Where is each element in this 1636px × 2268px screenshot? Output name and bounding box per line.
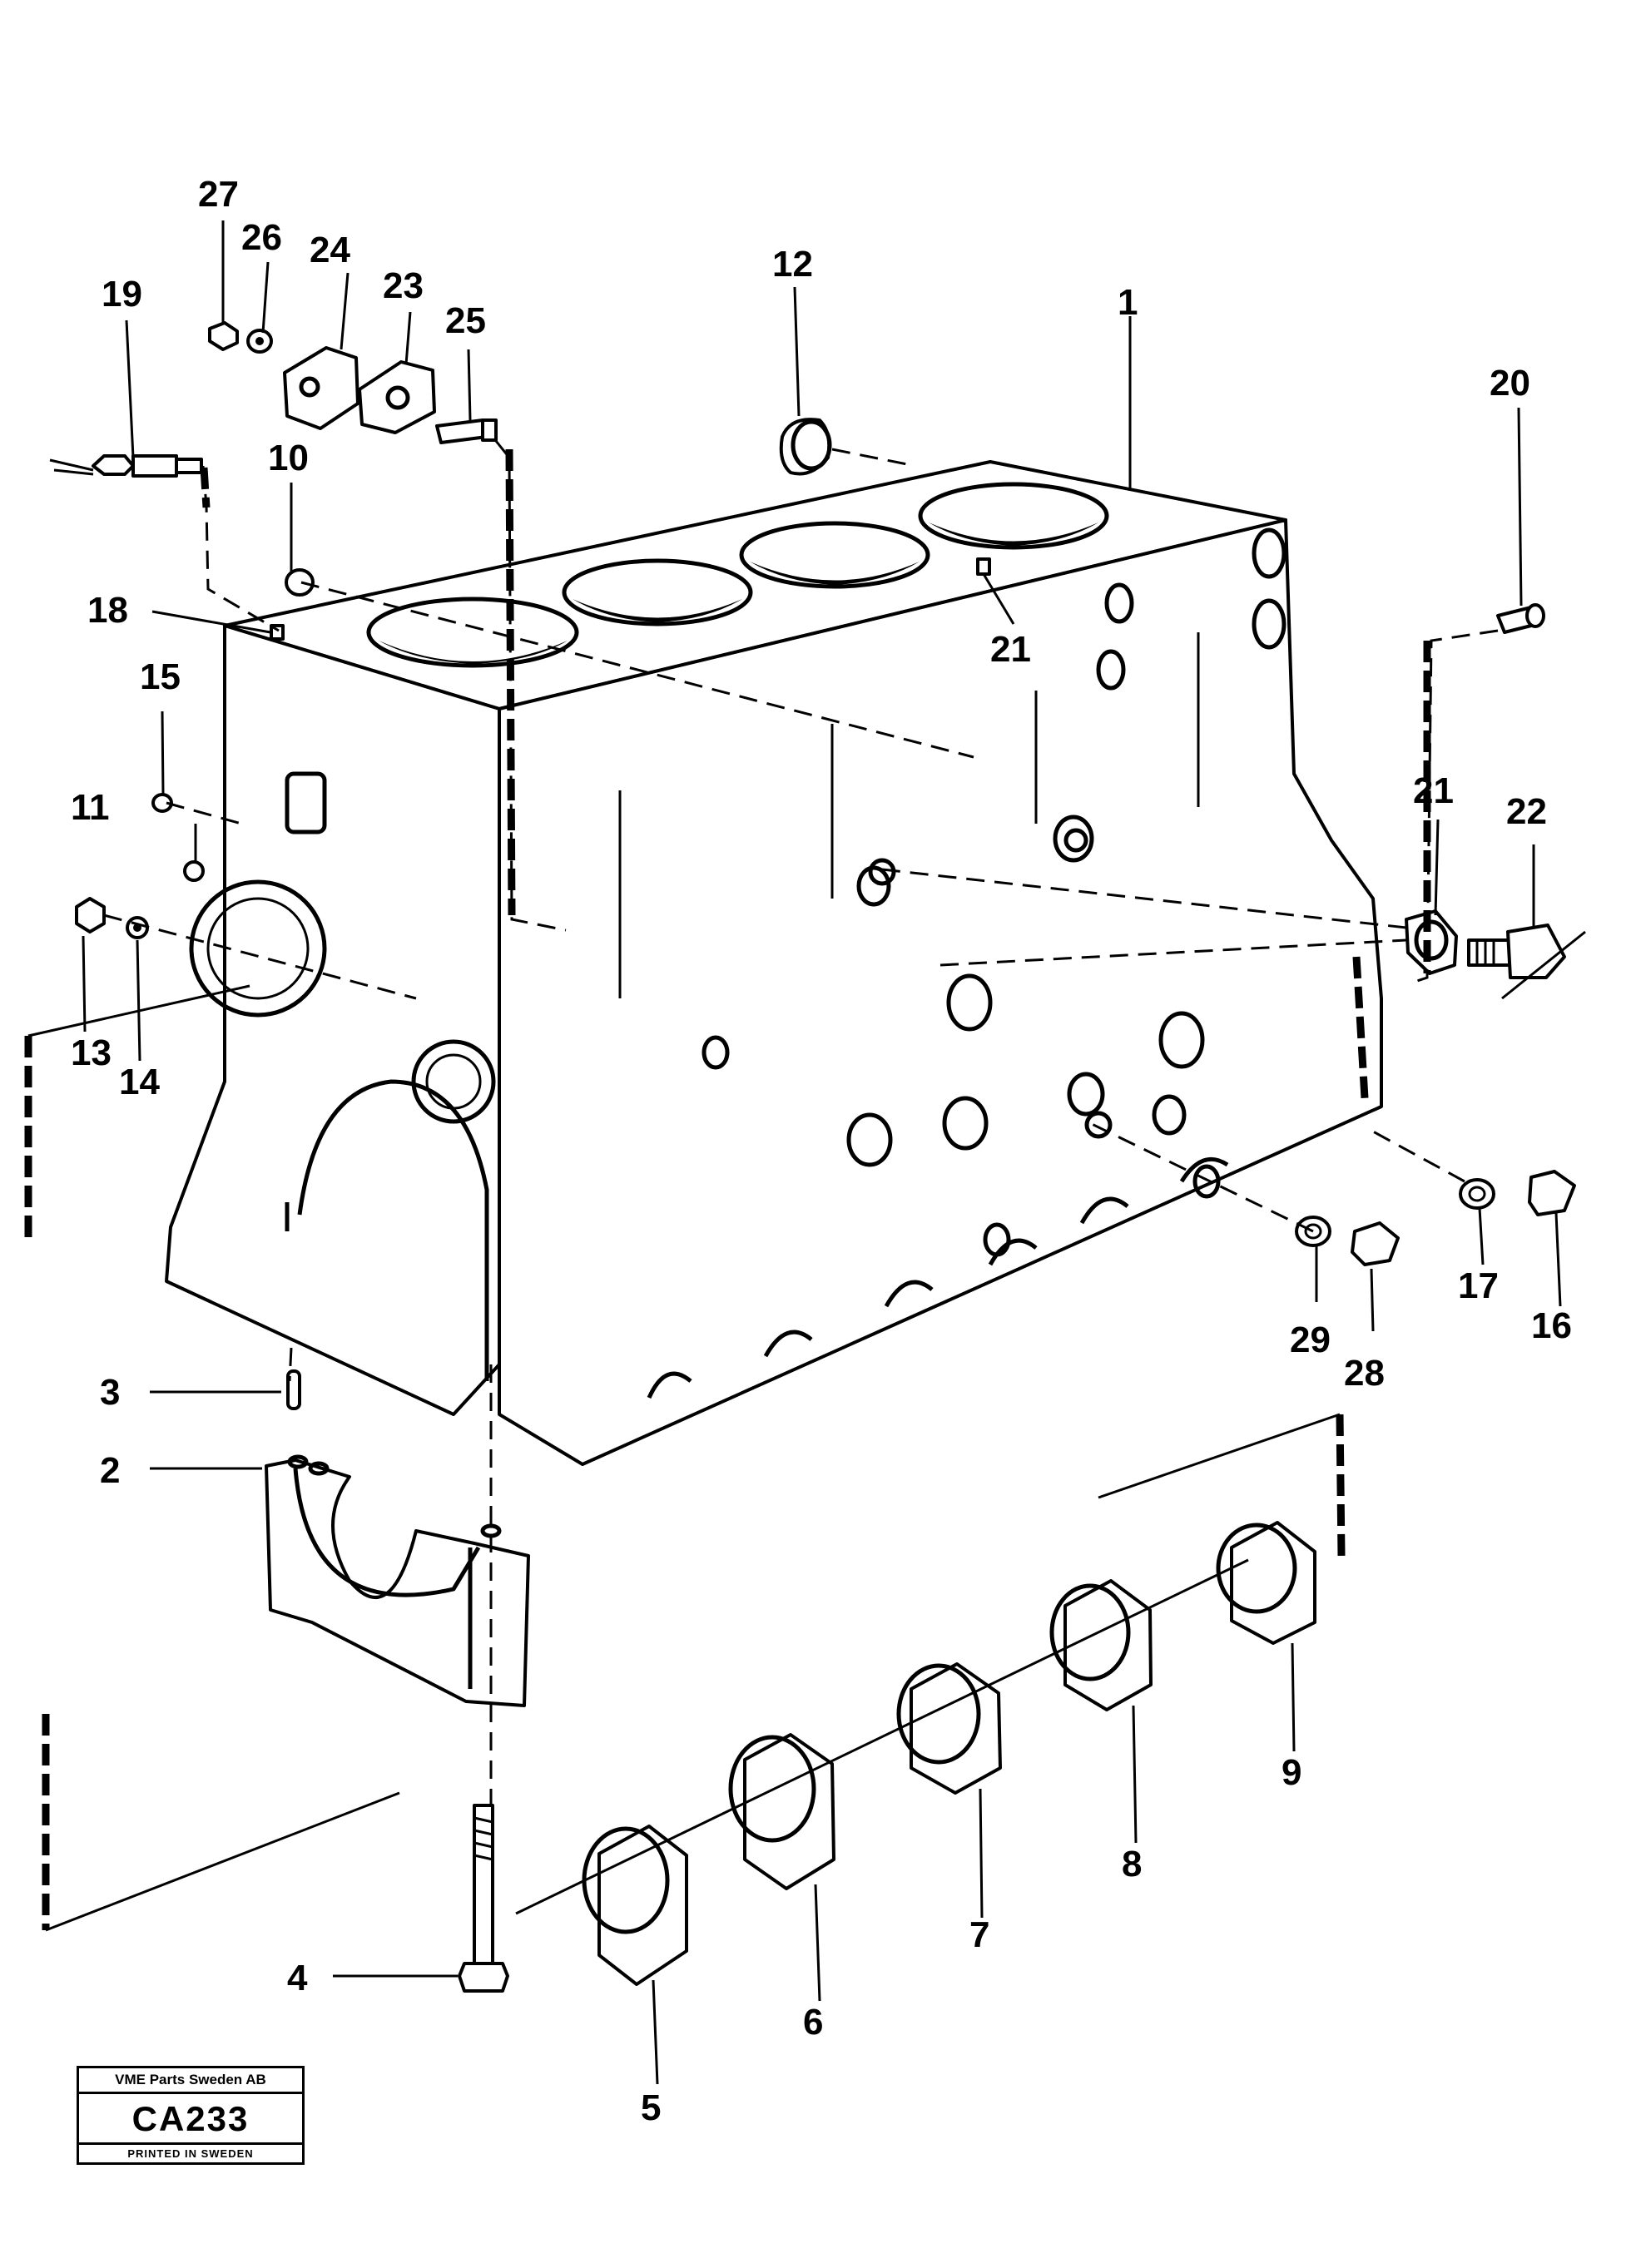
callout-28: 28 [1344, 1353, 1385, 1394]
callout-21-top: 21 [990, 629, 1031, 670]
callout-16: 16 [1531, 1305, 1572, 1346]
sleeve-10 [285, 568, 315, 597]
plug-12 [779, 418, 832, 476]
callout-24: 24 [310, 230, 350, 270]
callout-18: 18 [87, 590, 128, 631]
callout-11: 11 [71, 787, 110, 828]
callout-23: 23 [383, 265, 424, 306]
document-stamp: VME Parts Sweden AB CA233 PRINTED IN SWE… [77, 2066, 305, 2165]
callout-labels: 1 2 3 4 5 6 7 8 9 10 11 12 13 14 15 16 1… [71, 174, 1572, 2128]
bearing-cap-bolt [458, 1804, 509, 1993]
sleeve-20 [1496, 603, 1545, 634]
callout-17: 17 [1458, 1265, 1499, 1306]
callout-2: 2 [100, 1450, 120, 1491]
plug-28-washer-29 [1295, 1216, 1400, 1266]
oil-pressure-sensor [49, 454, 203, 478]
callout-29: 29 [1290, 1320, 1331, 1360]
plug-11 [183, 860, 205, 882]
stamp-printed: PRINTED IN SWEDEN [127, 2147, 254, 2160]
callout-15: 15 [140, 656, 181, 697]
callout-20: 20 [1490, 363, 1530, 404]
callout-22: 22 [1506, 791, 1547, 832]
callout-6: 6 [803, 2002, 823, 2043]
callout-3: 3 [100, 1372, 120, 1413]
stamp-code: CA233 [79, 2094, 302, 2145]
callout-25: 25 [445, 300, 486, 341]
plug-21-top [976, 557, 991, 576]
callout-27: 27 [198, 174, 239, 215]
callout-26: 26 [241, 217, 282, 258]
callout-8: 8 [1122, 1844, 1142, 1884]
callout-19: 19 [102, 274, 142, 314]
callout-5: 5 [641, 2087, 661, 2128]
callout-14: 14 [119, 1062, 160, 1102]
union-21-and-nipple-22 [1405, 909, 1586, 1000]
stamp-company: VME Parts Sweden AB [79, 2068, 302, 2094]
cover-plate [283, 346, 498, 444]
bearing-cap [265, 1454, 530, 1707]
plug-16-washer-17 [1459, 1170, 1576, 1216]
callout-9: 9 [1282, 1752, 1301, 1793]
nut-and-washer [208, 321, 273, 354]
callout-10: 10 [268, 438, 309, 478]
callout-12: 12 [772, 244, 813, 285]
leader-lines [82, 220, 1562, 2085]
callout-4: 4 [287, 1958, 308, 1998]
callout-1: 1 [1118, 282, 1138, 323]
callout-7: 7 [969, 1914, 989, 1955]
bearing-shells [582, 1521, 1316, 1986]
callout-21-right: 21 [1413, 770, 1454, 811]
assembly-lines [24, 440, 1499, 1932]
callout-13: 13 [71, 1032, 112, 1073]
cylinder-block [165, 460, 1383, 1466]
